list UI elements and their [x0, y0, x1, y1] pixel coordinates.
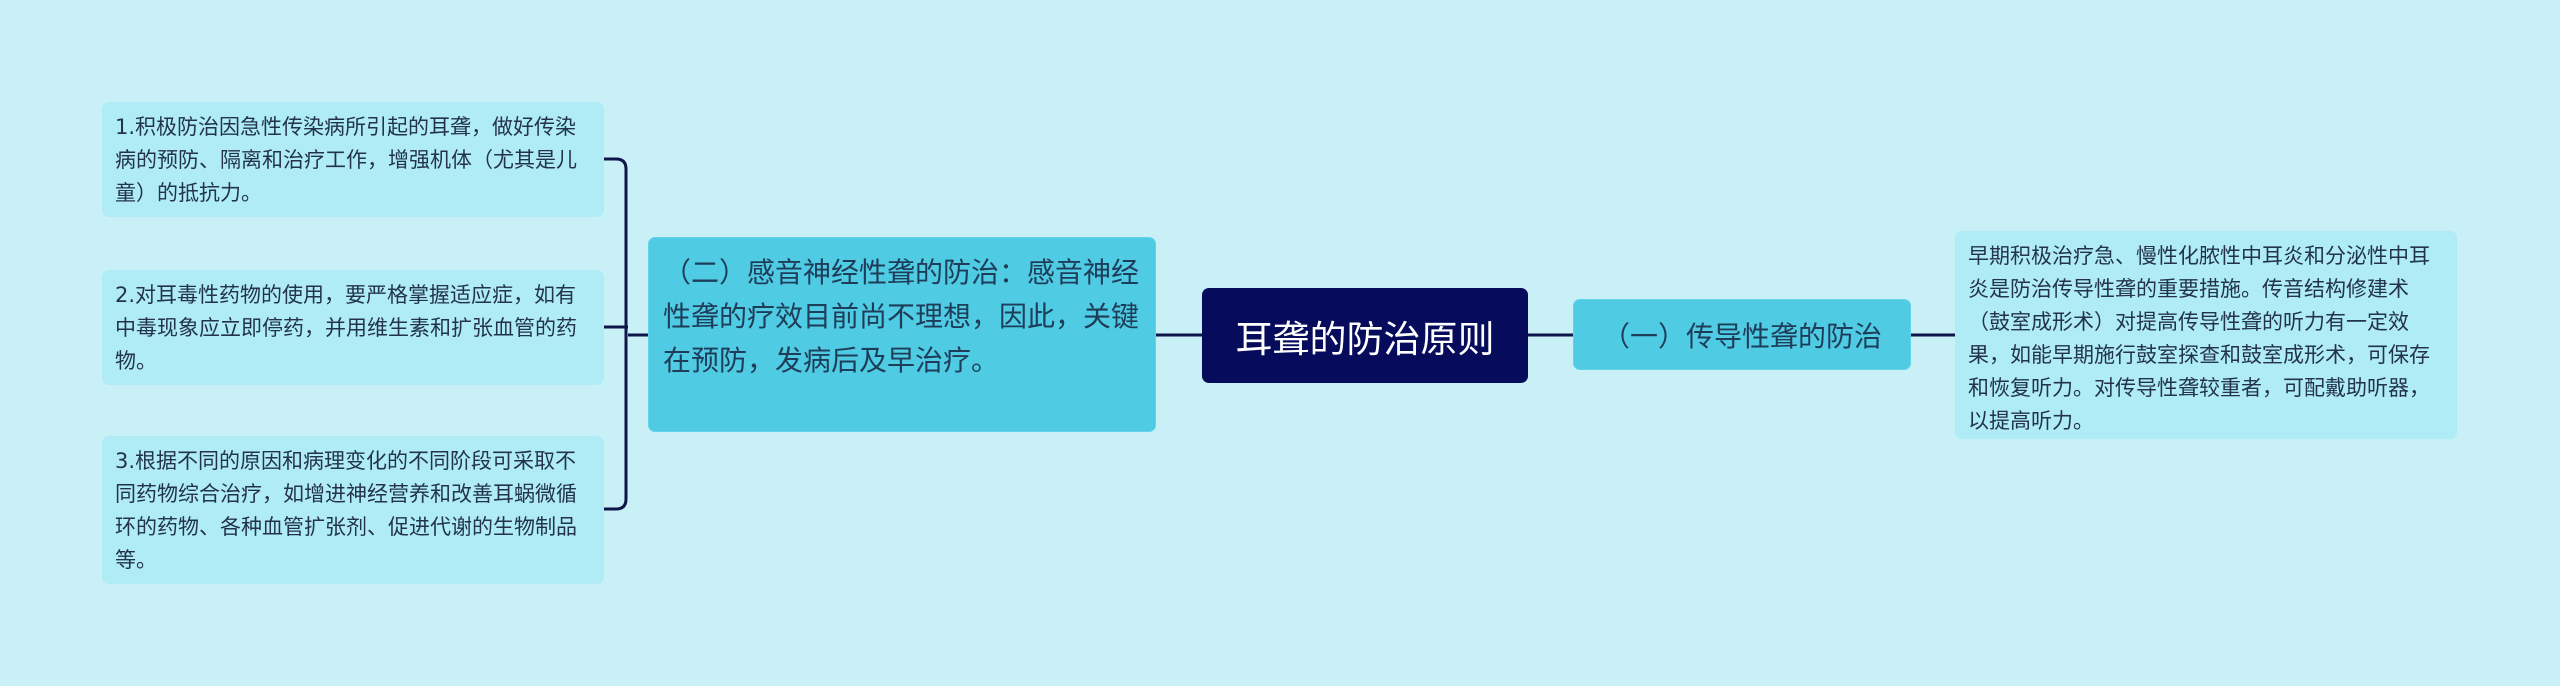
branch-conductive-deafness[interactable]: （一）传导性聋的防治 [1573, 299, 1911, 370]
leaf-text: 早期积极治疗急、慢性化脓性中耳炎和分泌性中耳炎是防治传导性聋的重要措施。传音结构… [1968, 244, 2430, 433]
leaf-infectious-disease[interactable]: 1.积极防治因急性传染病所引起的耳聋，做好传染病的预防、隔离和治疗工作，增强机体… [102, 102, 604, 217]
leaf-conductive-treatment[interactable]: 早期积极治疗急、慢性化脓性中耳炎和分泌性中耳炎是防治传导性聋的重要措施。传音结构… [1955, 231, 2457, 439]
leaf-text: 3.根据不同的原因和病理变化的不同阶段可采取不同药物综合治疗，如增进神经营养和改… [115, 449, 577, 572]
branch-label: （二）感音神经性聋的防治：感音神经性聋的疗效目前尚不理想，因此，关键在预防，发病… [663, 256, 1140, 377]
root-node[interactable]: 耳聋的防治原则 [1202, 288, 1528, 383]
branch-sensorineural-deafness[interactable]: （二）感音神经性聋的防治：感音神经性聋的疗效目前尚不理想，因此，关键在预防，发病… [648, 237, 1156, 432]
leaf-text: 1.积极防治因急性传染病所引起的耳聋，做好传染病的预防、隔离和治疗工作，增强机体… [115, 115, 577, 205]
connector-left-bracket [604, 157, 628, 511]
branch-label: （一）传导性聋的防治 [1601, 319, 1882, 353]
leaf-text: 2.对耳毒性药物的使用，要严格掌握适应症，如有中毒现象应立即停药，并用维生素和扩… [115, 283, 577, 373]
root-label: 耳聋的防治原则 [1235, 317, 1495, 361]
leaf-combined-therapy[interactable]: 3.根据不同的原因和病理变化的不同阶段可采取不同药物综合治疗，如增进神经营养和改… [102, 436, 604, 584]
leaf-ototoxic-drugs[interactable]: 2.对耳毒性药物的使用，要严格掌握适应症，如有中毒现象应立即停药，并用维生素和扩… [102, 270, 604, 385]
